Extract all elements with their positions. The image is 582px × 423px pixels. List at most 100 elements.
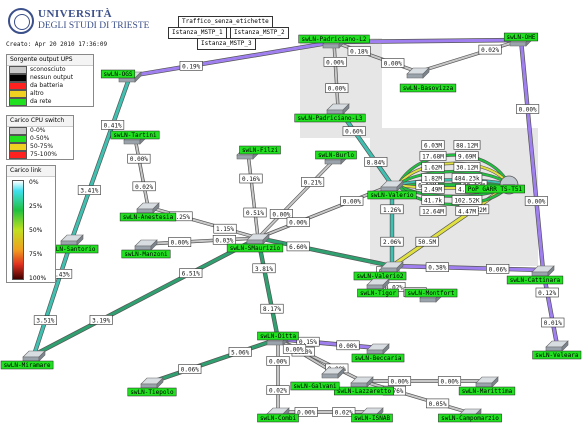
switch-node[interactable]: swLN-SMaurizio [226,233,284,253]
link-load-label-box [269,209,293,219]
link-load-label: 6.60% [286,241,310,252]
link-load-label-text: 0.76% [385,388,403,395]
legend-ups-label: sconosciuto [30,66,66,73]
link-load-label-box [336,340,360,351]
link-load-label-text: 3.19% [92,317,110,324]
switch-node[interactable]: swLN-OHE [503,32,539,47]
switch-label-text: swLN-Galvani [293,383,337,390]
switch-node[interactable]: swLN-Lazzaretto [334,376,394,396]
switch-node[interactable]: swLN-Tiepolo [127,377,177,397]
link-load-label-box [524,196,548,206]
switch-icon-side [38,350,46,362]
link-load-label: 0.02% [332,407,356,417]
link-load-label: 0.00% [340,196,364,206]
switch-label-text: swLN-Filzi [242,147,279,154]
switch-node[interactable]: swLN-Tigor [357,278,399,298]
link-line [32,238,74,356]
gw-link-label-right: 88.12M [453,140,481,150]
legend-cpu-label: 50-75% [30,143,54,150]
legend-cpu-swatch [9,127,27,135]
link-load-label: 0.00% [168,237,192,247]
gw-link-label-left: 1.82M [421,173,445,183]
gw-link-label-right-box [453,140,481,150]
link-load-label-text: 0.02% [135,184,153,191]
link-load-label-box [301,177,325,187]
link-load-label: 0.00% [269,209,293,219]
gw-link-label-left-box [419,206,447,216]
link-load-label: 0.00% [336,340,360,351]
switch-node[interactable]: swLN-Veleara [532,340,582,360]
switch-node[interactable]: swLN-Marittima [458,376,516,396]
switch-node[interactable]: swLN-Basovizza [399,67,457,93]
legend-ups-swatch [9,74,27,82]
switch-label-text: swLN-Tigor [360,290,397,297]
legend-cpu-swatch [9,143,27,151]
link-load-label-text: 3.81% [255,266,273,273]
switch-node[interactable]: swLN-OGS [100,69,142,83]
switch-icon-side [152,202,160,214]
link-load-label: 0.01% [541,317,565,328]
link-load-label-box [252,263,276,274]
switch-node[interactable]: swLN-Ditta [257,331,299,346]
switch-node[interactable]: swLN-Galvani [290,367,345,391]
switch-node[interactable]: swLN-Manzoni [121,239,171,259]
gw-link-label-right-box [455,206,479,216]
switch-node[interactable]: PoP GARR TS-T51 [465,175,525,195]
switch-node[interactable]: swLN-Padriciano-L2 [298,34,370,49]
switch-label-text: swLN-Valerio [370,192,414,199]
link-load-label-text: 0.00% [171,240,189,247]
link-load-label: 0.00% [516,104,540,114]
link-load-label: 0.51% [243,207,267,218]
link-load-gradient-bar [12,180,24,280]
gw-link-label-left-box [421,140,445,150]
switch-icon-side [547,265,555,277]
switch-node[interactable]: swLN-ISNAB [351,407,393,423]
switch-icon-front [134,245,152,251]
switch-icon-front [326,109,344,115]
switch-label-box [404,288,458,298]
link-load-label: 8.17% [260,303,284,314]
switch-node[interactable]: swLN-Valerio2 [353,261,407,281]
link-load-label-text: 0.00% [297,410,315,417]
switch-node[interactable]: swLN-Cattinara [506,265,564,285]
gw-link-label-right-box [451,173,483,183]
link-load-label: 0.00% [266,356,290,366]
link-load-label: 0.00% [387,376,412,386]
legend-cpu-label: 75-100% [30,151,57,158]
link-line [247,152,259,239]
mstp-instance-3-button[interactable]: Istanza_MSTP_3 [197,38,256,50]
switch-label-box [257,331,299,341]
link-load-label: 0.00% [286,217,310,227]
link-load-label-box [535,287,559,298]
gw-link-label-left-box [421,162,445,172]
switch-label-text: swLN-Anestesia [123,214,174,221]
link-load-label-box [425,262,449,273]
switch-label-box [0,360,54,370]
link-load-label-text: 0.05% [429,401,447,408]
switch-node[interactable]: swLN-Montfort [404,288,458,303]
gw-link-label-left: 6.03M [421,140,445,150]
switch-node[interactable]: swLN-Combi [257,407,299,423]
gw-link-label-left-text: 41.7k [424,198,442,205]
switch-icon-side [150,239,158,251]
link-load-label-text: 0.41% [104,122,122,129]
switch-node[interactable]: swLN-Miramare [0,350,54,370]
switch-label-text: swLN-Basovizza [403,85,454,92]
switch-node[interactable]: swLN-Padriciano-L3 [294,103,366,123]
switch-node[interactable]: swLN-Campomarzio [438,408,502,423]
mstp-instance-2-button[interactable]: Istanza_MSTP_2 [230,27,289,39]
switch-node[interactable]: swLN-Valerio [367,180,417,200]
switch-node[interactable]: swLN-Tartini [110,130,160,145]
switch-node[interactable]: swLN-Anestesia [119,202,177,222]
switch-icon-front [509,41,527,47]
link-load-label-box [239,173,263,184]
link-load-label-box [178,364,202,374]
link-load-label-text: 0.25% [172,214,190,221]
switch-icon-front [324,159,342,165]
switch-node[interactable]: swLN-Burlo [315,150,357,165]
gw-link-label-right-text: 9.69M [458,154,476,161]
legend-cpu-row: 0-0% [7,127,73,135]
switch-node[interactable]: swLN-Santorio [45,234,99,254]
switch-node[interactable]: swLN-Filzi [236,145,281,160]
switch-node[interactable]: swLN-Beccaria [351,343,405,363]
